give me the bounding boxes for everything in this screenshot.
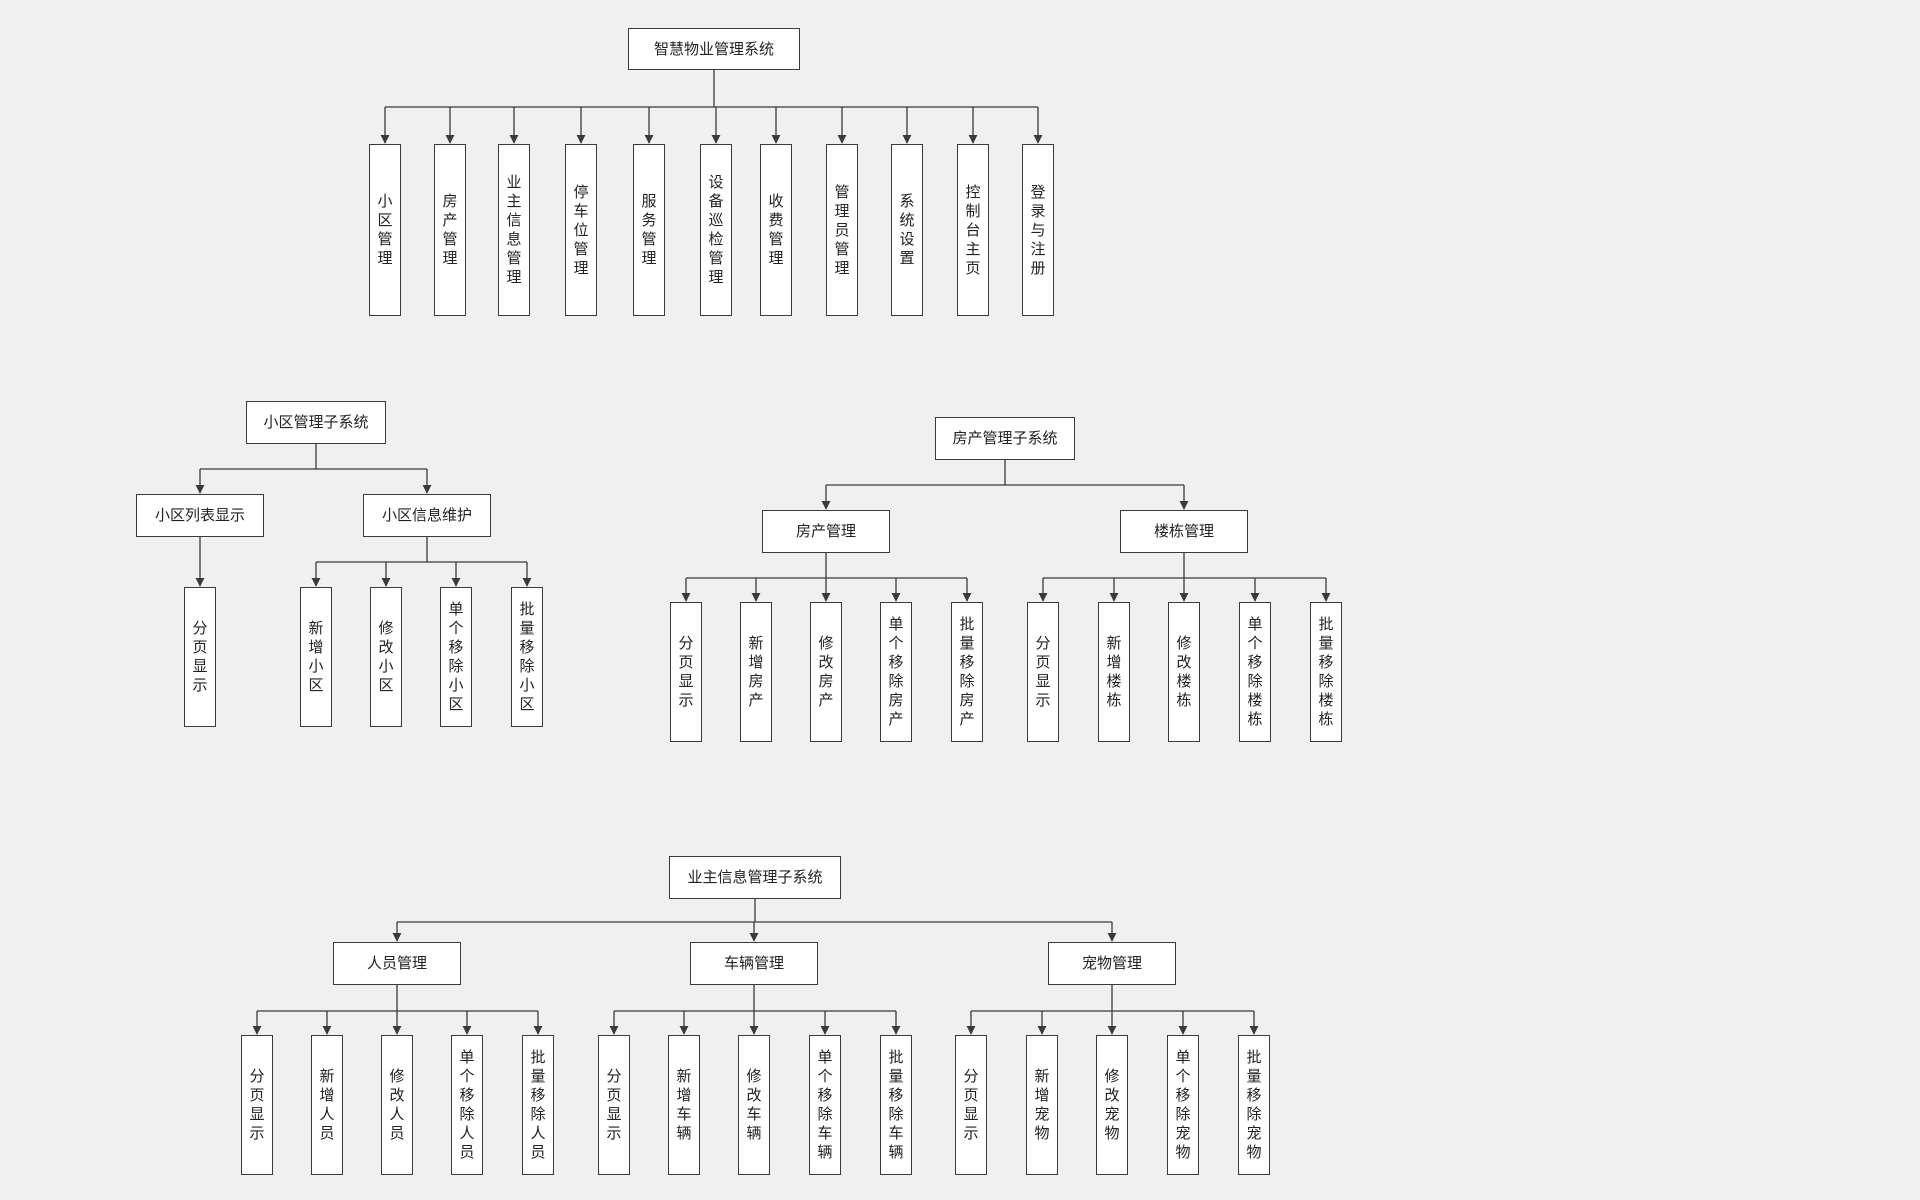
main-module-node: 系统设置: [891, 144, 923, 316]
property-leaf-node: 单个移除房产: [880, 602, 912, 742]
pet-mgmt-node: 宠物管理: [1048, 942, 1176, 985]
building-leaf-node: 修改楼栋: [1168, 602, 1200, 742]
property-leaf-node: 修改房产: [810, 602, 842, 742]
main-module-node: 房产管理: [434, 144, 466, 316]
building-leaf-node: 分页显示: [1027, 602, 1059, 742]
main-module-node: 服务管理: [633, 144, 665, 316]
vehicle-leaf-node: 批量移除车辆: [880, 1035, 912, 1175]
person-leaf-node: 批量移除人员: [522, 1035, 554, 1175]
person-leaf-node: 修改人员: [381, 1035, 413, 1175]
pet-leaf-node: 单个移除宠物: [1167, 1035, 1199, 1175]
main-module-node: 控制台主页: [957, 144, 989, 316]
community-leaf-node: 单个移除小区: [440, 587, 472, 727]
property-leaf-node: 新增房产: [740, 602, 772, 742]
main-module-node: 管理员管理: [826, 144, 858, 316]
main-module-node: 登录与注册: [1022, 144, 1054, 316]
main-module-node: 停车位管理: [565, 144, 597, 316]
vehicle-leaf-node: 修改车辆: [738, 1035, 770, 1175]
building-leaf-node: 单个移除楼栋: [1239, 602, 1271, 742]
community-leaf-node: 修改小区: [370, 587, 402, 727]
pet-leaf-node: 分页显示: [955, 1035, 987, 1175]
pet-leaf-node: 修改宠物: [1096, 1035, 1128, 1175]
main-module-node: 收费管理: [760, 144, 792, 316]
community-info-node: 小区信息维护: [363, 494, 491, 537]
owner-root-node: 业主信息管理子系统: [669, 856, 841, 899]
person-leaf-node: 新增人员: [311, 1035, 343, 1175]
main-module-node: 小区管理: [369, 144, 401, 316]
property-root-node: 房产管理子系统: [935, 417, 1075, 460]
vehicle-mgmt-node: 车辆管理: [690, 942, 818, 985]
property-mgmt-node: 房产管理: [762, 510, 890, 553]
building-mgmt-node: 楼栋管理: [1120, 510, 1248, 553]
person-mgmt-node: 人员管理: [333, 942, 461, 985]
pet-leaf-node: 新增宠物: [1026, 1035, 1058, 1175]
vehicle-leaf-node: 新增车辆: [668, 1035, 700, 1175]
community-list-node: 小区列表显示: [136, 494, 264, 537]
vehicle-leaf-node: 单个移除车辆: [809, 1035, 841, 1175]
community-leaf-node: 新增小区: [300, 587, 332, 727]
pet-leaf-node: 批量移除宠物: [1238, 1035, 1270, 1175]
person-leaf-node: 单个移除人员: [451, 1035, 483, 1175]
community-leaf-node: 分页显示: [184, 587, 216, 727]
building-leaf-node: 新增楼栋: [1098, 602, 1130, 742]
property-leaf-node: 分页显示: [670, 602, 702, 742]
main-root-node: 智慧物业管理系统: [628, 28, 800, 70]
vehicle-leaf-node: 分页显示: [598, 1035, 630, 1175]
person-leaf-node: 分页显示: [241, 1035, 273, 1175]
main-module-node: 业主信息管理: [498, 144, 530, 316]
main-module-node: 设备巡检管理: [700, 144, 732, 316]
community-leaf-node: 批量移除小区: [511, 587, 543, 727]
property-leaf-node: 批量移除房产: [951, 602, 983, 742]
community-root-node: 小区管理子系统: [246, 401, 386, 444]
building-leaf-node: 批量移除楼栋: [1310, 602, 1342, 742]
